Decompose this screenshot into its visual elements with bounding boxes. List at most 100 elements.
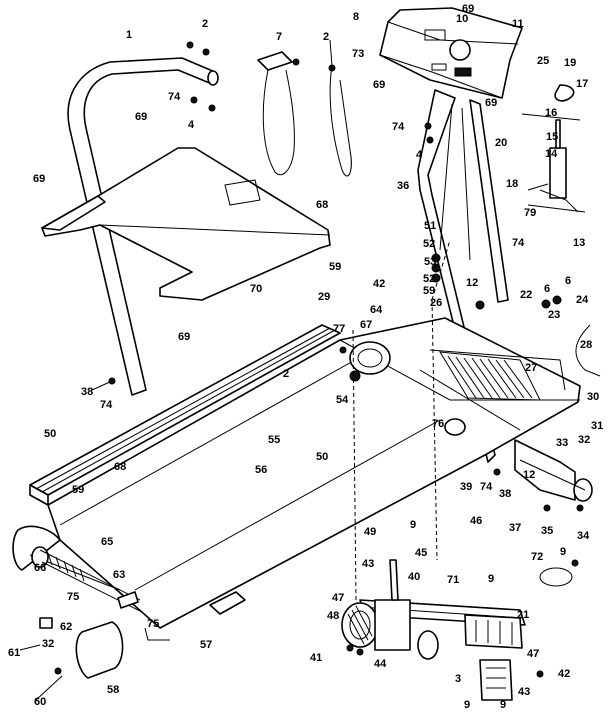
- part-number-label: 31: [591, 420, 603, 432]
- part-number-label: 36: [397, 180, 409, 192]
- part-number-label: 16: [545, 107, 557, 119]
- part-number-label: 75: [147, 618, 159, 630]
- power-cord: [575, 324, 601, 377]
- part-number-label: 4: [188, 119, 195, 131]
- part-number-label: 2: [323, 31, 329, 43]
- part-number-label: 41: [310, 652, 322, 664]
- part-number-label: 47: [527, 648, 539, 660]
- part-number-label: 59: [423, 285, 435, 297]
- part-number-label: 68: [316, 199, 328, 211]
- incline-bracket: [514, 439, 593, 502]
- part-number-label: 7: [276, 31, 282, 43]
- part-number-label: 37: [509, 522, 521, 534]
- part-number-label: 77: [333, 323, 345, 335]
- safety-strap: [257, 51, 300, 176]
- part-number-label: 27: [525, 362, 537, 374]
- part-number-label: 55: [268, 434, 280, 446]
- part-number-label: 69: [462, 3, 474, 15]
- part-number-label: 35: [541, 525, 553, 537]
- part-number-label: 54: [336, 394, 349, 406]
- part-number-label: 18: [506, 178, 518, 190]
- alignment-lines: [352, 239, 451, 601]
- fasteners: [54, 41, 584, 678]
- part-number-label: 42: [558, 668, 570, 680]
- motor-vent: [439, 351, 541, 401]
- part-number-label: 9: [500, 699, 506, 711]
- part-number-label: 56: [255, 464, 267, 476]
- part-number-label: 17: [576, 78, 588, 90]
- part-number-label: 65: [101, 536, 113, 548]
- part-number-label: 61: [8, 647, 20, 659]
- part-number-label: 2: [202, 18, 208, 30]
- part-number-label: 20: [495, 137, 507, 149]
- part-number-label: 12: [523, 469, 535, 481]
- part-number-label: 12: [466, 277, 478, 289]
- part-number-label: 44: [374, 658, 387, 670]
- part-number-label: 46: [470, 515, 482, 527]
- console: [379, 7, 523, 99]
- part-number-label: 10: [456, 13, 468, 25]
- part-number-label: 58: [107, 684, 119, 696]
- part-number-label: 22: [520, 289, 532, 301]
- part-number-label: 69: [485, 97, 497, 109]
- part-number-label: 21: [517, 609, 529, 621]
- part-number-label: 8: [353, 11, 359, 23]
- part-number-label: 66: [34, 562, 46, 574]
- side-rail-left: [29, 324, 341, 506]
- part-number-label: 24: [576, 294, 589, 306]
- part-number-label: 25: [537, 55, 549, 67]
- main-frame: [47, 317, 581, 641]
- part-number-label: 43: [362, 558, 374, 570]
- part-number-label: 79: [524, 207, 536, 219]
- safety-cord: [328, 39, 352, 177]
- lift-motor-assembly: [341, 559, 526, 701]
- part-number-label: 43: [518, 686, 530, 698]
- part-number-label: 73: [352, 48, 364, 60]
- part-number-label: 9: [464, 699, 470, 711]
- part-number-label: 38: [81, 386, 93, 398]
- part-number-label: 49: [364, 526, 376, 538]
- part-number-label: 74: [168, 91, 181, 103]
- part-number-label: 45: [415, 547, 427, 559]
- part-number-label: 15: [546, 131, 558, 143]
- part-number-label: 9: [488, 573, 494, 585]
- part-number-label: 9: [560, 546, 566, 558]
- part-number-label: 3: [455, 673, 461, 685]
- part-number-label: 53: [424, 256, 436, 268]
- hardware-small: [19, 591, 139, 701]
- part-number-label: 68: [114, 461, 126, 473]
- part-number-label: 26: [430, 297, 442, 309]
- part-number-label: 39: [460, 481, 472, 493]
- part-number-label: 74: [480, 481, 493, 493]
- part-number-label: 50: [316, 451, 328, 463]
- part-number-label: 11: [512, 18, 524, 30]
- part-number-label: 19: [564, 57, 576, 69]
- part-number-label: 23: [548, 309, 560, 321]
- part-number-label: 29: [318, 291, 330, 303]
- part-number-label: 38: [499, 488, 511, 500]
- part-number-label: 28: [580, 339, 592, 351]
- part-number-label: 71: [447, 574, 459, 586]
- part-number-label: 34: [577, 530, 590, 542]
- part-number-label: 33: [556, 437, 568, 449]
- part-number-label: 69: [373, 79, 385, 91]
- part-number-label: 60: [34, 696, 46, 708]
- part-number-label: 69: [178, 331, 190, 343]
- part-number-label: 48: [327, 610, 339, 622]
- incline-cylinder: [521, 84, 586, 213]
- part-number-label: 32: [42, 638, 54, 650]
- part-number-label: 2: [283, 368, 289, 380]
- part-number-label: 72: [531, 551, 543, 563]
- part-number-label: 59: [329, 261, 341, 273]
- part-number-label: 74: [392, 121, 405, 133]
- part-number-label: 42: [373, 278, 385, 290]
- part-number-label: 4: [416, 149, 423, 161]
- part-number-label: 52: [423, 238, 435, 250]
- part-number-label: 62: [60, 621, 72, 633]
- part-number-label: 32: [578, 434, 590, 446]
- part-number-label: 69: [135, 111, 147, 123]
- part-number-label: 75: [67, 591, 79, 603]
- part-number-label: 64: [370, 304, 383, 316]
